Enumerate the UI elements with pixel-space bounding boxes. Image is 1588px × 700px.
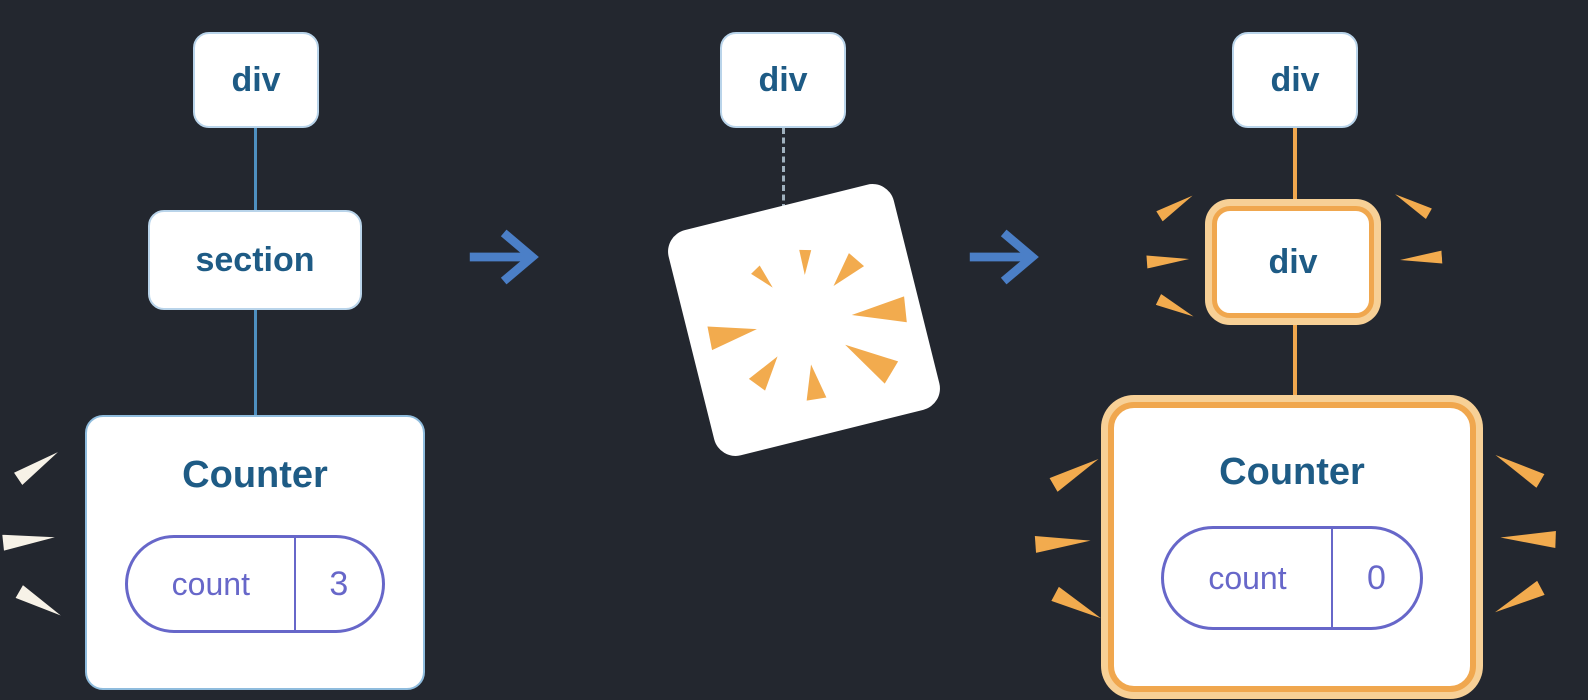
emphasis-mark-icon (1500, 529, 1557, 548)
node-label: div (1268, 242, 1318, 281)
right-child-node-highlighted: div (1212, 206, 1374, 318)
emphasis-mark-icon (1155, 294, 1196, 322)
node-label: div (231, 60, 281, 99)
emphasis-mark-icon (1392, 189, 1433, 219)
state-pill: count 3 (125, 535, 385, 633)
state-key-label: count (128, 538, 296, 630)
counter-title: Counter (1219, 451, 1365, 493)
tree-connector-highlighted (1293, 128, 1297, 208)
arrow-right-icon (469, 229, 539, 285)
emphasis-mark-icon (1051, 586, 1104, 626)
node-label: div (758, 60, 808, 99)
state-pill: count 0 (1161, 526, 1423, 630)
state-value: 3 (329, 564, 349, 603)
node-label: div (1270, 60, 1320, 99)
middle-root-node: div (720, 32, 846, 128)
left-child-node: section (148, 210, 362, 310)
emphasis-mark-icon (1156, 190, 1196, 222)
tree-connector-highlighted (1293, 316, 1297, 404)
state-value: 0 (1367, 558, 1386, 597)
left-root-node: div (193, 32, 319, 128)
emphasis-mark-icon (1, 529, 56, 551)
right-counter-card: Counter count 0 (1108, 402, 1476, 692)
emphasis-mark-icon (1400, 250, 1443, 267)
left-counter-card: Counter count 3 (85, 415, 425, 690)
counter-title: Counter (182, 454, 328, 496)
emphasis-mark-icon (1049, 452, 1102, 492)
emphasis-mark-icon (15, 585, 64, 622)
tree-connector (254, 128, 257, 210)
dashed-tree-connector (782, 128, 785, 210)
tree-connector (254, 310, 257, 415)
emphasis-mark-icon (1491, 580, 1545, 620)
emphasis-mark-icon (1146, 252, 1191, 269)
state-key-label: count (1164, 529, 1333, 627)
arrow-right-icon (969, 229, 1039, 285)
deleted-subtree-card (663, 179, 945, 461)
emphasis-mark-icon (1033, 532, 1092, 553)
node-label: section (195, 240, 315, 279)
emphasis-mark-icon (1491, 448, 1545, 488)
right-root-node: div (1232, 32, 1358, 128)
sparkle-burst-icon (707, 249, 907, 401)
emphasis-mark-icon (13, 446, 62, 486)
